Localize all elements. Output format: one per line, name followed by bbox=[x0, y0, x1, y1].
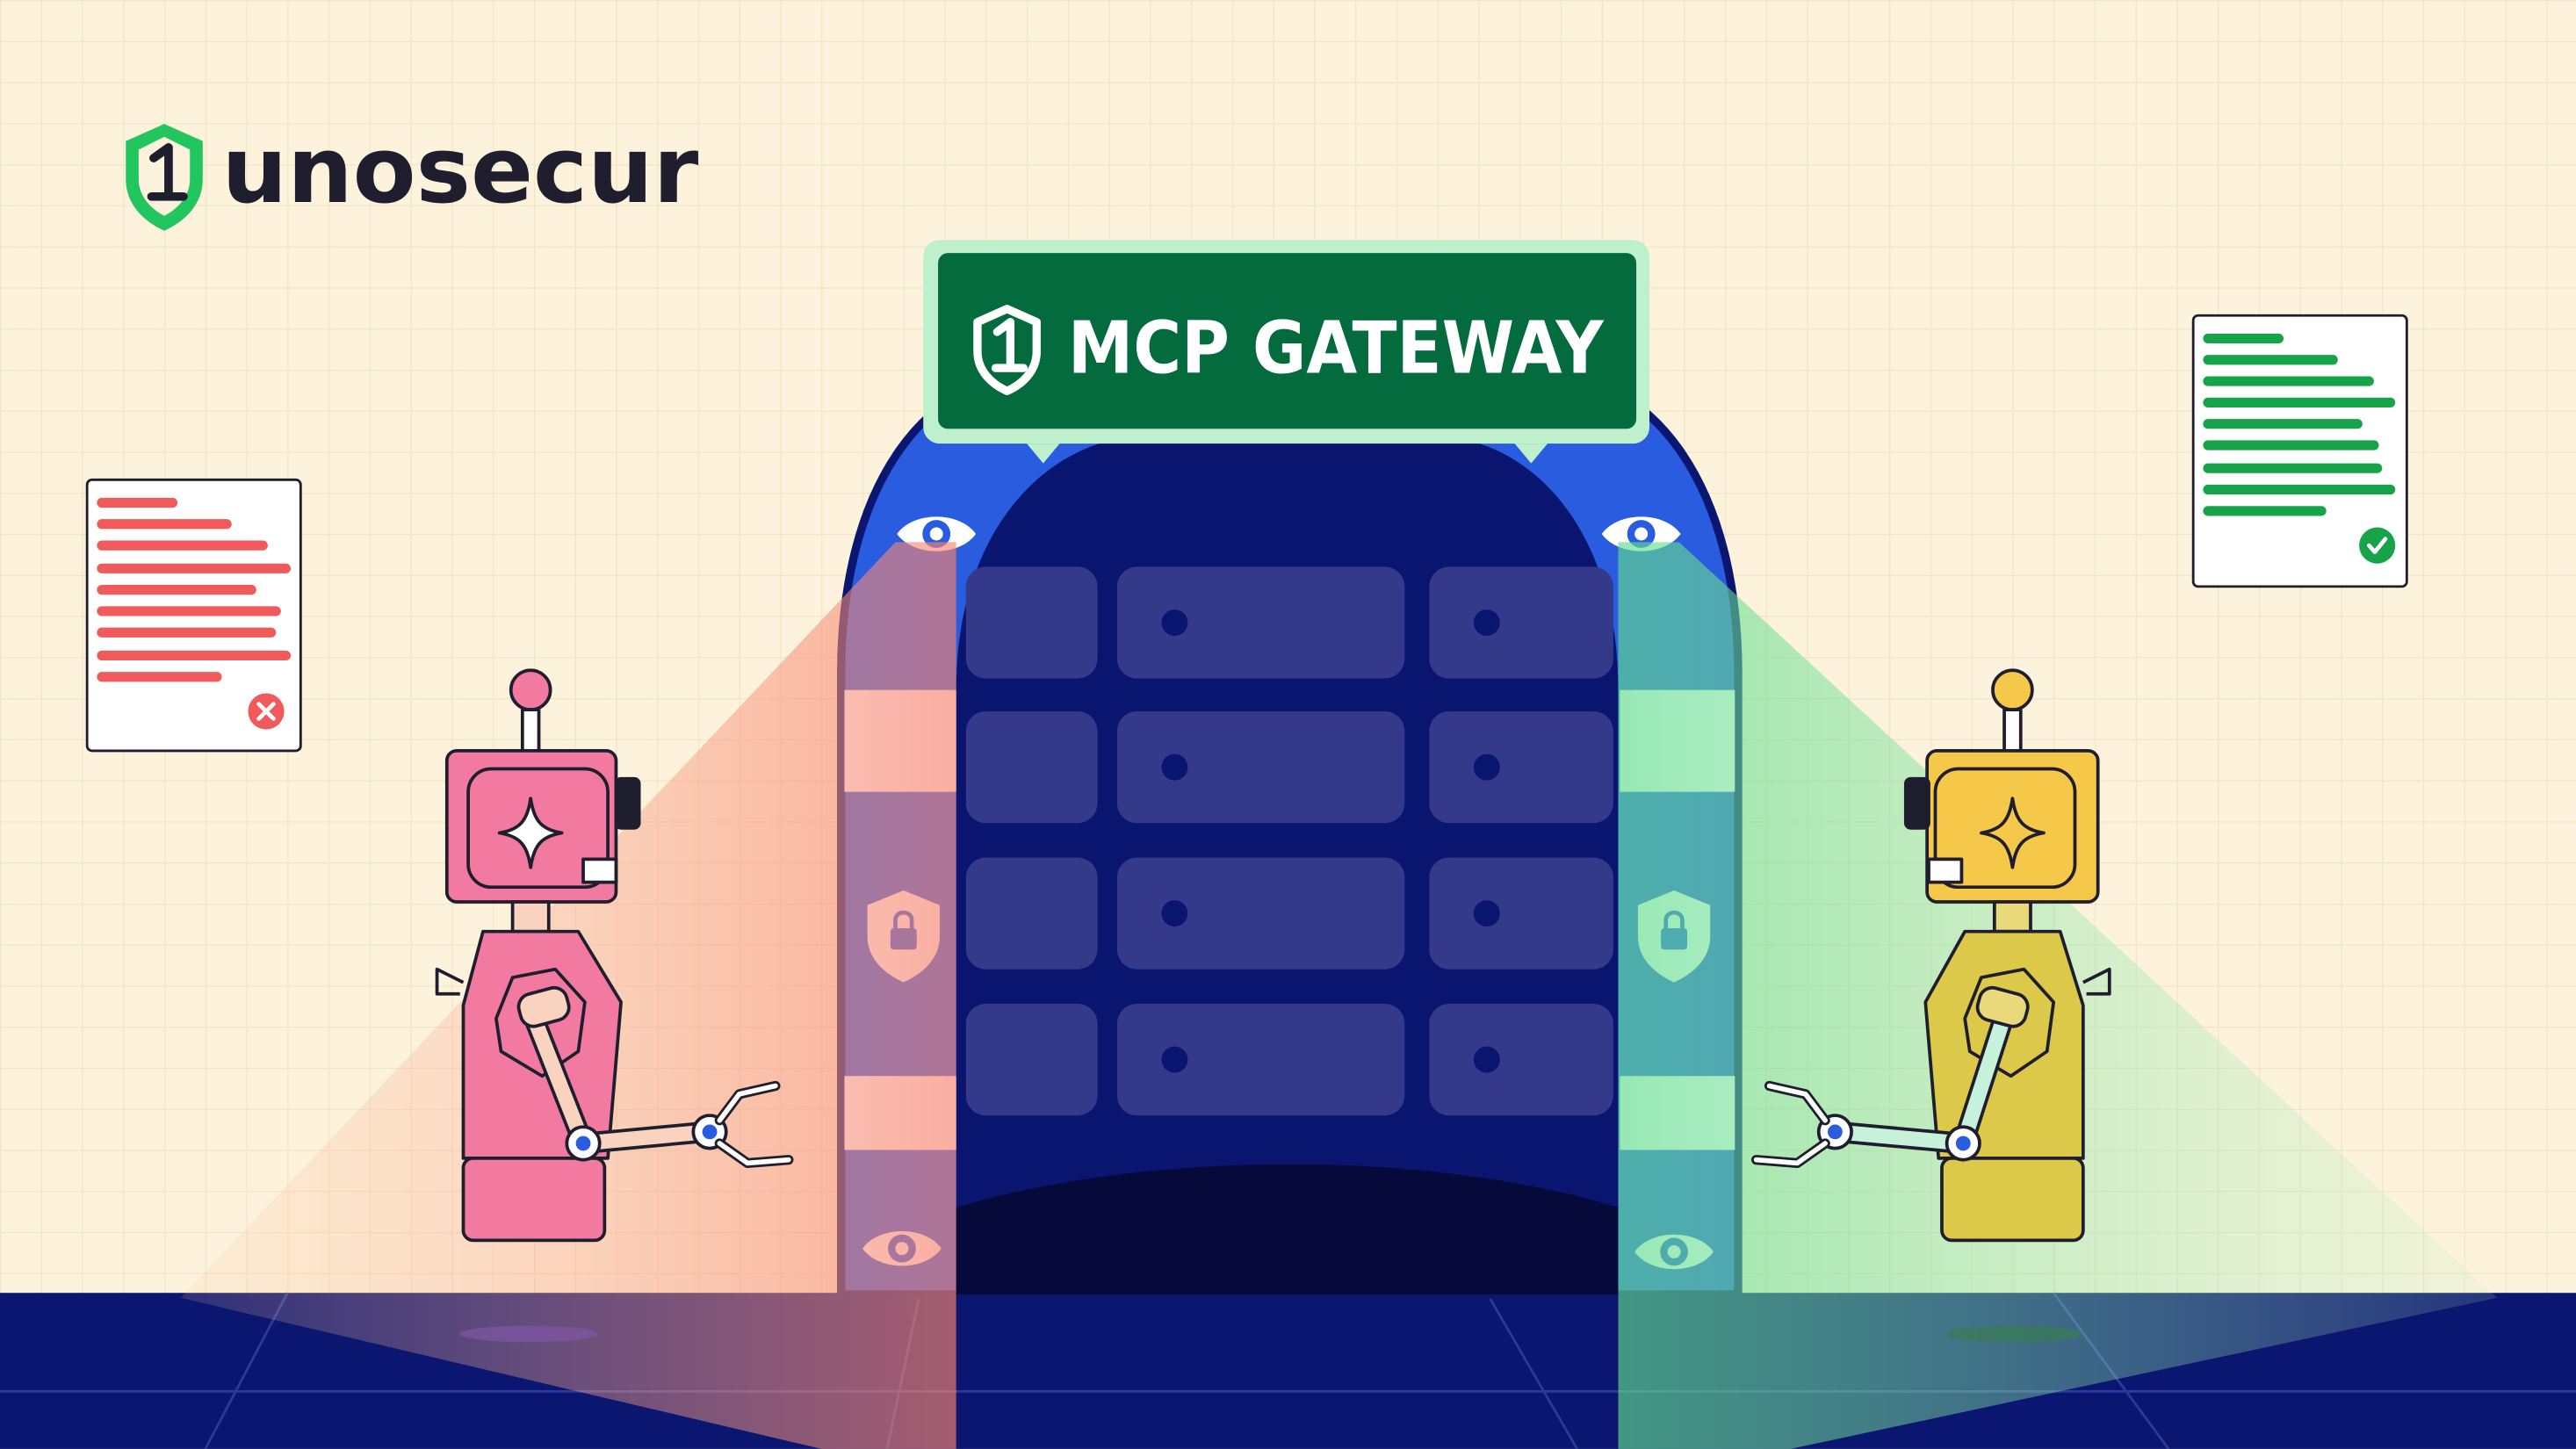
gateway-arch bbox=[837, 365, 1743, 1299]
gateway-title: MCP GATEWAY bbox=[1068, 307, 1605, 391]
brand-name: unosecur bbox=[222, 117, 699, 224]
rejected-document bbox=[85, 478, 302, 753]
robot-left bbox=[435, 668, 794, 1343]
shield-one-icon bbox=[126, 124, 203, 231]
server-racks bbox=[965, 566, 1613, 1116]
check-circle-icon bbox=[2359, 527, 2396, 564]
server-leds bbox=[1161, 609, 1500, 1073]
approved-document bbox=[2191, 314, 2408, 588]
x-circle-icon bbox=[248, 693, 285, 730]
brand-logo bbox=[126, 124, 203, 231]
robot-right bbox=[1750, 668, 2111, 1343]
gateway-sign: MCP GATEWAY bbox=[923, 240, 1650, 464]
